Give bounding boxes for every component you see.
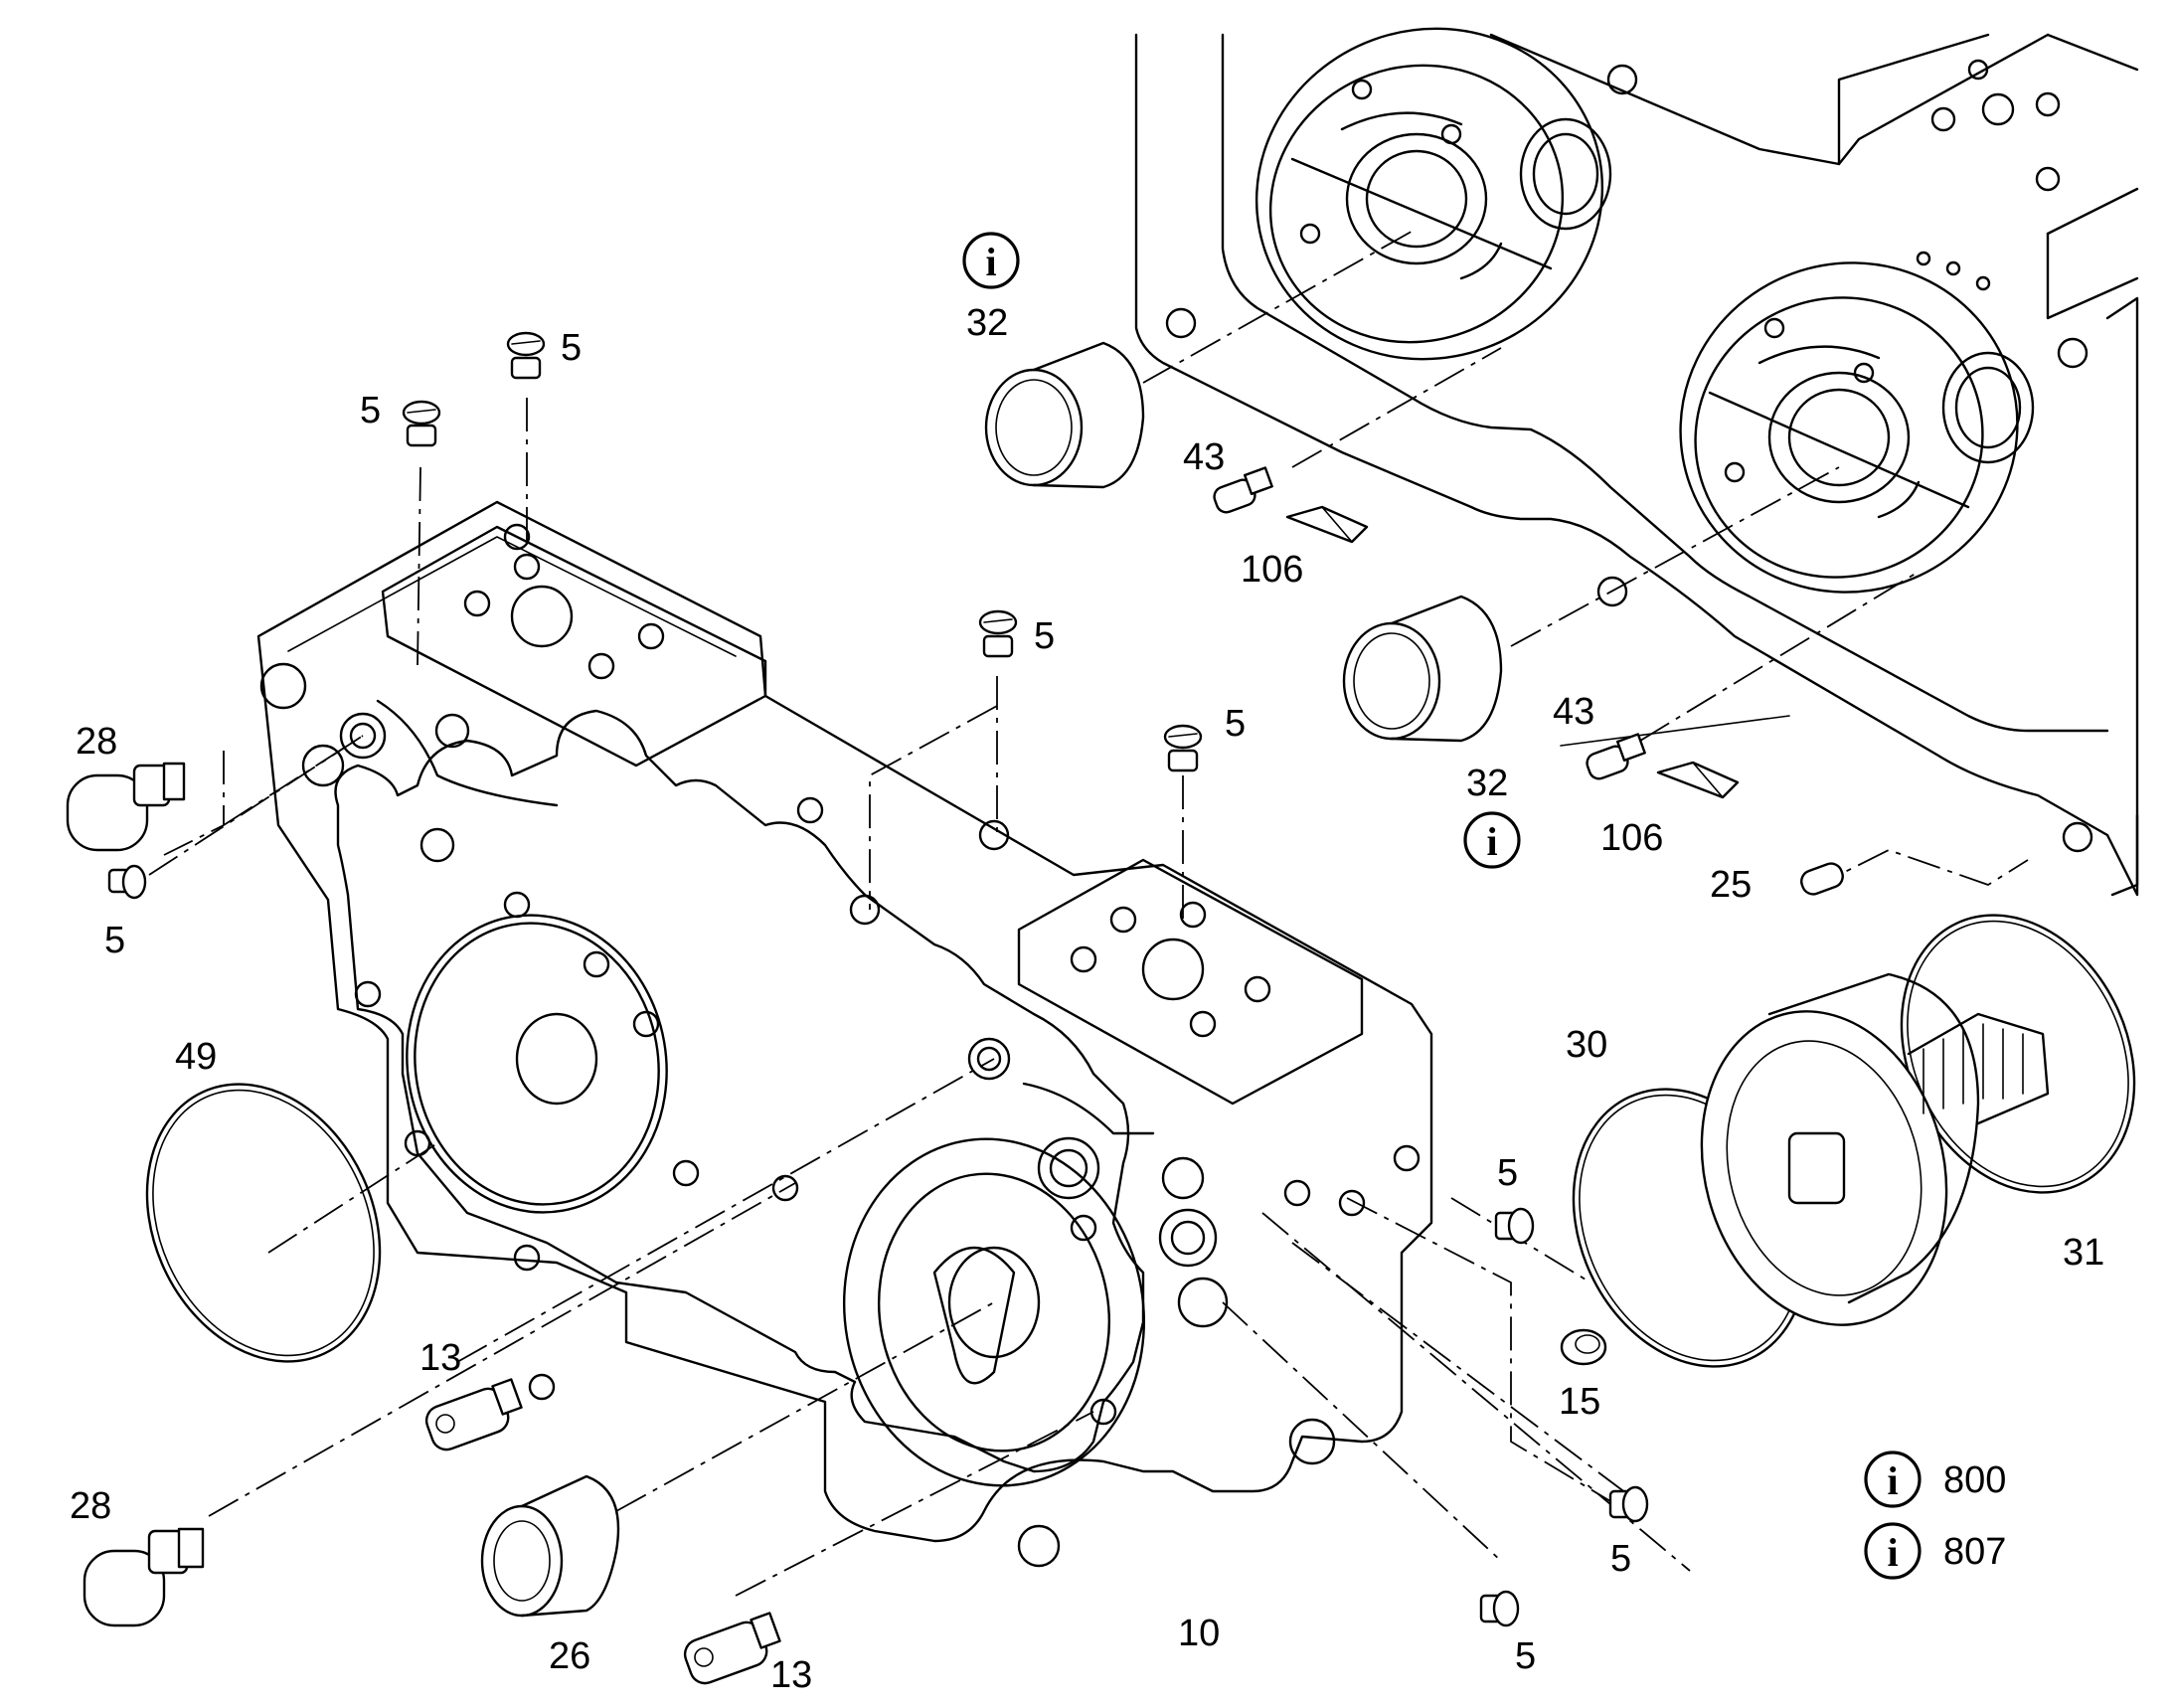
label-30: 30 bbox=[1566, 1024, 1607, 1066]
label-106: 106 bbox=[1241, 549, 1303, 591]
plug-5-e bbox=[107, 864, 147, 900]
plug-5-h bbox=[1479, 1590, 1520, 1627]
plug-5-a bbox=[402, 400, 441, 447]
label-28: 28 bbox=[70, 1485, 111, 1527]
plug-5-d bbox=[1163, 724, 1203, 772]
screw-43-a bbox=[1213, 466, 1273, 514]
svg-text:i: i bbox=[1486, 819, 1497, 864]
svg-text:i: i bbox=[985, 240, 996, 284]
tube-106-a bbox=[1285, 505, 1369, 544]
oring-49 bbox=[145, 1083, 382, 1363]
label-32: 32 bbox=[1466, 763, 1508, 804]
main-housing bbox=[256, 500, 1433, 1568]
gear-unit bbox=[1700, 972, 2050, 1326]
label-13: 13 bbox=[770, 1654, 812, 1696]
label-10: 10 bbox=[1178, 1613, 1220, 1654]
label-32: 32 bbox=[966, 302, 1008, 344]
svg-text:i: i bbox=[1887, 1458, 1898, 1503]
label-13: 13 bbox=[419, 1337, 461, 1379]
label-25: 25 bbox=[1710, 864, 1752, 906]
plug-5-f bbox=[1494, 1207, 1535, 1245]
label-28: 28 bbox=[76, 721, 117, 763]
screw-43-b bbox=[1586, 733, 1646, 780]
info-ref-807: 807 bbox=[1943, 1531, 2006, 1573]
label-106: 106 bbox=[1600, 817, 1663, 859]
pin-25 bbox=[1800, 862, 1844, 896]
bushing-32-a bbox=[984, 341, 1145, 489]
label-5: 5 bbox=[1497, 1152, 1518, 1194]
info-icon: i bbox=[1864, 1451, 1922, 1508]
screw-13-a bbox=[424, 1378, 523, 1452]
label-5: 5 bbox=[561, 327, 582, 369]
label-49: 49 bbox=[175, 1036, 217, 1078]
part-labels: 5 5 5 5 5 5 5 5 10 13 13 15 25 26 28 28 … bbox=[70, 302, 2104, 1696]
svg-text:i: i bbox=[1887, 1530, 1898, 1575]
bearing-26 bbox=[480, 1474, 620, 1618]
small-parts bbox=[66, 331, 2136, 1685]
label-26: 26 bbox=[549, 1635, 590, 1677]
bushing-32-b bbox=[1342, 595, 1503, 743]
label-43: 43 bbox=[1183, 436, 1225, 478]
rear-housing bbox=[1134, 27, 2139, 897]
tube-106-b bbox=[1656, 761, 1740, 799]
info-icon: i bbox=[1463, 811, 1521, 869]
info-ref-800: 800 bbox=[1943, 1459, 2006, 1501]
label-5: 5 bbox=[1225, 703, 1246, 745]
plug-5-b bbox=[506, 331, 546, 380]
label-15: 15 bbox=[1559, 1381, 1600, 1423]
screw-13-b bbox=[683, 1612, 781, 1685]
plug-5-g bbox=[1608, 1485, 1649, 1523]
plug-5-c bbox=[978, 609, 1018, 658]
label-5: 5 bbox=[1610, 1538, 1631, 1580]
label-5: 5 bbox=[360, 390, 381, 431]
info-icon: i bbox=[1864, 1522, 1922, 1580]
label-5: 5 bbox=[104, 920, 125, 961]
fitting-28-b bbox=[83, 1527, 205, 1627]
fitting-28-a bbox=[66, 762, 186, 852]
label-31: 31 bbox=[2063, 1232, 2104, 1274]
label-43: 43 bbox=[1553, 691, 1594, 733]
nut-15 bbox=[1560, 1328, 1607, 1366]
label-5: 5 bbox=[1034, 615, 1055, 657]
label-5: 5 bbox=[1515, 1635, 1536, 1677]
info-icon: i bbox=[962, 232, 1020, 289]
info-notes: i i i 800 i 807 bbox=[962, 232, 2006, 1580]
